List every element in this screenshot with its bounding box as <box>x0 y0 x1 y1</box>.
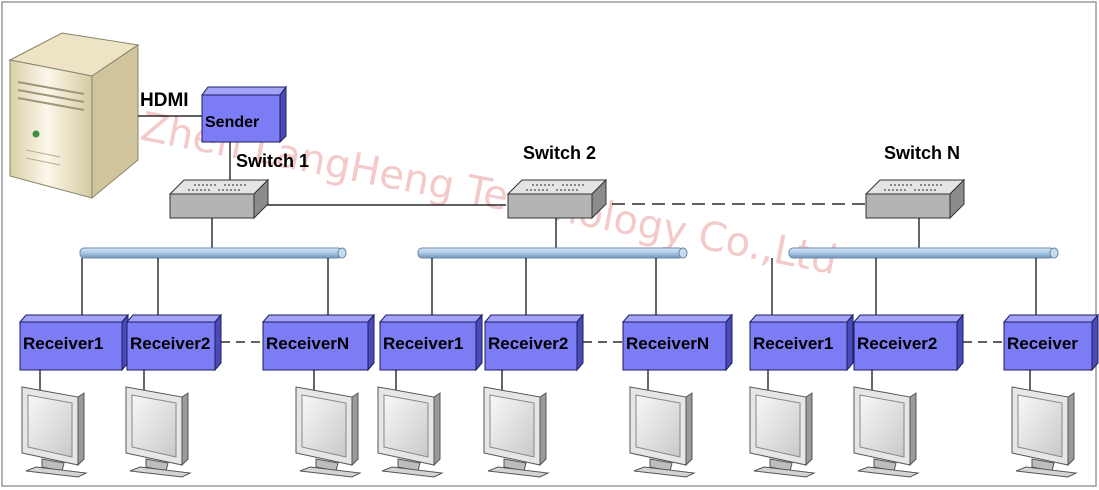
network-bus <box>788 247 1059 259</box>
receiver-group: Receiver1 Receiver2 Receiver <box>748 218 1099 478</box>
receiver-device: Receiver <box>1002 313 1099 372</box>
hdmi-label: HDMI <box>140 90 189 111</box>
receiver-device: Receiver1 <box>378 313 484 372</box>
server-tower-icon <box>8 32 140 200</box>
monitor-icon <box>629 386 696 478</box>
monitor-icon <box>749 386 816 478</box>
receiver-group: Receiver1 Receiver2 ReceiverN <box>18 218 376 478</box>
monitor-icon <box>21 386 88 478</box>
switch-n-label: Switch N <box>884 143 960 163</box>
monitor-icon <box>377 386 444 478</box>
receiver-label: ReceiverN <box>266 334 349 353</box>
receiver-device: Receiver2 <box>483 313 585 372</box>
receiver-device: Receiver1 <box>18 313 130 372</box>
sender-label: Sender <box>205 114 259 131</box>
network-switch-icon <box>864 178 966 220</box>
monitor-icon <box>483 386 550 478</box>
receiver-label: Receiver1 <box>23 334 103 353</box>
receiver-label: ReceiverN <box>626 334 709 353</box>
receiver-device: ReceiverN <box>621 313 734 372</box>
monitor-icon <box>853 386 920 478</box>
receiver-device: Receiver2 <box>852 313 965 372</box>
receiver-device: Receiver1 <box>748 313 855 372</box>
network-bus <box>417 247 688 259</box>
receiver-label: Receiver2 <box>130 334 210 353</box>
switch-1-label: Switch 1 <box>236 151 309 171</box>
receiver-label: Receiver1 <box>383 334 463 353</box>
network-bus <box>79 247 347 259</box>
receiver-label: Receiver1 <box>753 334 833 353</box>
network-switch-icon <box>506 178 608 220</box>
monitor-icon <box>1011 386 1078 478</box>
receiver-group: Receiver1 Receiver2 ReceiverN <box>377 218 734 478</box>
monitor-icon <box>295 386 362 478</box>
receiver-label: Receiver <box>1007 334 1078 353</box>
receiver-device: Receiver2 <box>125 313 223 372</box>
receiver-label: Receiver2 <box>488 334 568 353</box>
receiver-device: ReceiverN <box>261 313 376 372</box>
receiver-label: Receiver2 <box>857 334 937 353</box>
sender-device: Sender <box>201 85 287 144</box>
network-switch-icon <box>168 178 270 220</box>
monitor-icon <box>125 386 192 478</box>
switch-2-label: Switch 2 <box>523 143 596 163</box>
